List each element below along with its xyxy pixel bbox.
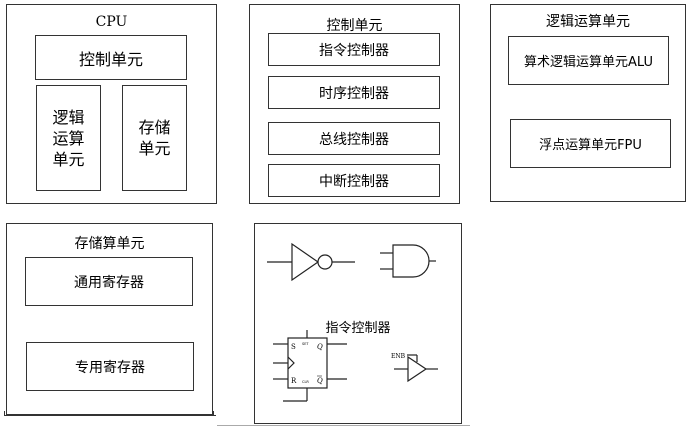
bottom-right-faint-line	[217, 425, 470, 426]
ff-r-label: R	[291, 377, 297, 385]
not-gate-icon	[267, 242, 355, 282]
cpu-control-unit: 控制单元	[35, 35, 187, 80]
logic-panel: 逻辑运算单元 算术逻辑运算单元ALU 浮点运算单元FPU	[490, 4, 686, 202]
cpu-alu-line-1: 逻辑	[52, 107, 85, 127]
storage-panel: 存储算单元 通用寄存器 专用寄存器	[6, 223, 213, 415]
control-panel-title: 控制单元	[326, 18, 383, 34]
cpu-storage-line-2: 单元	[138, 139, 171, 158]
cpu-alu-line-3: 单元	[52, 149, 85, 169]
cpu-alu-line-2: 运算	[52, 128, 85, 148]
symbols-panel-label: 指令控制器	[325, 321, 391, 336]
symbols-drawing: S SET Q R CLR Q ENB	[267, 242, 438, 402]
cpu-panel: CPU 控制单元 逻辑 运算 单元 存储 单元	[6, 4, 217, 204]
cpu-panel-title: CPU	[95, 14, 128, 30]
enb-label: ENB	[391, 353, 406, 360]
and-gate-icon	[380, 244, 436, 278]
storage-item-general: 通用寄存器	[25, 257, 193, 306]
storage-item-special: 专用寄存器	[26, 342, 194, 391]
control-item-interrupt: 中断控制器	[268, 164, 440, 197]
control-item-bus: 总线控制器	[268, 122, 440, 155]
symbols-panel: 指令控制器 S SET Q	[254, 223, 462, 424]
logic-item-alu: 算术逻辑运算单元ALU	[508, 36, 669, 85]
control-item-timing: 时序控制器	[268, 76, 440, 109]
storage-panel-title: 存储算单元	[74, 236, 145, 252]
control-panel: 控制单元 指令控制器 时序控制器 总线控制器 中断控制器	[249, 4, 460, 204]
tristate-buffer-icon	[394, 354, 438, 383]
flip-flop-icon	[273, 330, 347, 402]
cpu-storage-box: 存储 单元	[122, 85, 187, 191]
cpu-storage-line-1: 存储	[138, 118, 171, 137]
cpu-alu-box: 逻辑 运算 单元	[36, 85, 101, 191]
logic-panel-title: 逻辑运算单元	[546, 14, 630, 30]
ff-s-label: S	[291, 343, 296, 351]
bottom-baseline-tick-right	[213, 411, 214, 416]
bottom-baseline	[4, 415, 216, 416]
bottom-baseline-tick-left	[4, 411, 5, 416]
ff-set-tag: SET	[302, 342, 309, 346]
logic-item-fpu: 浮点运算单元FPU	[510, 119, 671, 168]
control-item-instruction: 指令控制器	[268, 33, 440, 66]
ff-clr-tag: CLR	[302, 380, 309, 384]
ff-qbar-label: Q	[317, 377, 323, 385]
ff-q-label: Q	[317, 343, 323, 351]
